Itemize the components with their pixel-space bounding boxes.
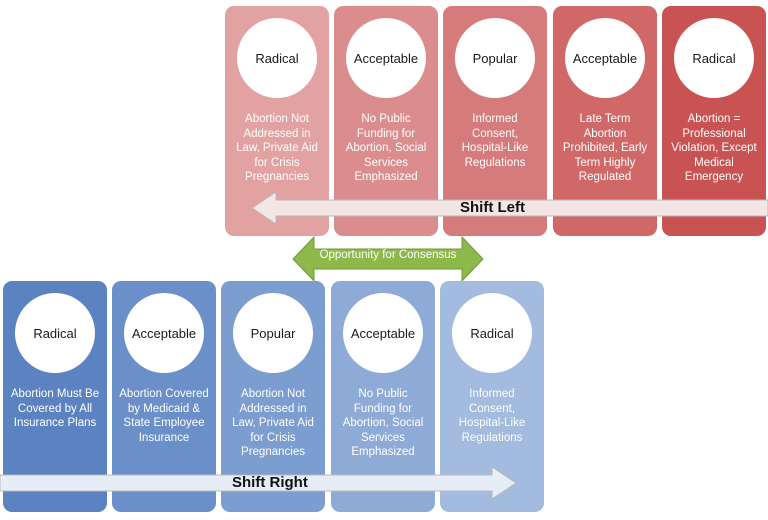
- bottom-card-3: Popular Abortion Not Addressed in Law, P…: [221, 281, 325, 512]
- stance-circle: Radical: [15, 293, 95, 373]
- stance-label: Acceptable: [350, 325, 416, 341]
- stance-label: Acceptable: [131, 325, 197, 341]
- stance-circle: Acceptable: [124, 293, 204, 373]
- shift-right-arrow-shape: [0, 466, 517, 500]
- stance-circle: Radical: [674, 18, 754, 98]
- stance-circle: Acceptable: [343, 293, 423, 373]
- stance-circle: Popular: [233, 293, 313, 373]
- stance-label: Acceptable: [572, 50, 638, 66]
- card-description: Late Term Abortion Prohibited, Early Ter…: [562, 113, 648, 183]
- stance-label: Radical: [255, 50, 299, 66]
- consensus-label: Opportunity for Consensus: [319, 249, 457, 261]
- consensus-arrow-shape: [292, 235, 484, 283]
- top-card-5: Radical Abortion = Professional Violatio…: [662, 6, 766, 236]
- top-card-4: Acceptable Late Term Abortion Prohibited…: [553, 6, 657, 236]
- stance-label: Popular: [250, 325, 296, 341]
- card-description: Abortion Not Addressed in Law, Private A…: [232, 388, 314, 458]
- card-description: Abortion Must Be Covered by All Insuranc…: [10, 388, 100, 429]
- stance-label: Acceptable: [353, 50, 419, 66]
- card-description: No Public Funding for Abortion, Social S…: [345, 113, 427, 183]
- stance-label: Radical: [33, 325, 77, 341]
- stance-label: Radical: [470, 325, 514, 341]
- stance-circle: Popular: [455, 18, 535, 98]
- shift-right-label: Shift Right: [232, 474, 308, 491]
- stance-label: Popular: [472, 50, 518, 66]
- stance-circle: Radical: [237, 18, 317, 98]
- shift-left-arrow-shape: [251, 191, 768, 225]
- top-card-3: Popular Informed Consent, Hospital-Like …: [443, 6, 547, 236]
- bottom-card-1: Radical Abortion Must Be Covered by All …: [3, 281, 107, 512]
- top-card-2: Acceptable No Public Funding for Abortio…: [334, 6, 438, 236]
- stance-circle: Acceptable: [565, 18, 645, 98]
- shift-left-label: Shift Left: [460, 199, 525, 216]
- card-description: Abortion Covered by Medicaid & State Emp…: [119, 388, 209, 444]
- top-card-1: Radical Abortion Not Addressed in Law, P…: [225, 6, 329, 236]
- stance-circle: Radical: [452, 293, 532, 373]
- bottom-card-4: Acceptable No Public Funding for Abortio…: [331, 281, 435, 512]
- card-description: No Public Funding for Abortion, Social S…: [342, 388, 424, 458]
- stance-label: Radical: [692, 50, 736, 66]
- card-description: Abortion Not Addressed in Law, Private A…: [236, 113, 318, 183]
- card-description: Informed Consent, Hospital-Like Regulati…: [458, 388, 526, 444]
- bottom-card-2: Acceptable Abortion Covered by Medicaid …: [112, 281, 216, 512]
- stance-circle: Acceptable: [346, 18, 426, 98]
- card-description: Abortion = Professional Violation, Excep…: [671, 113, 757, 183]
- card-description: Informed Consent, Hospital-Like Regulati…: [461, 113, 529, 169]
